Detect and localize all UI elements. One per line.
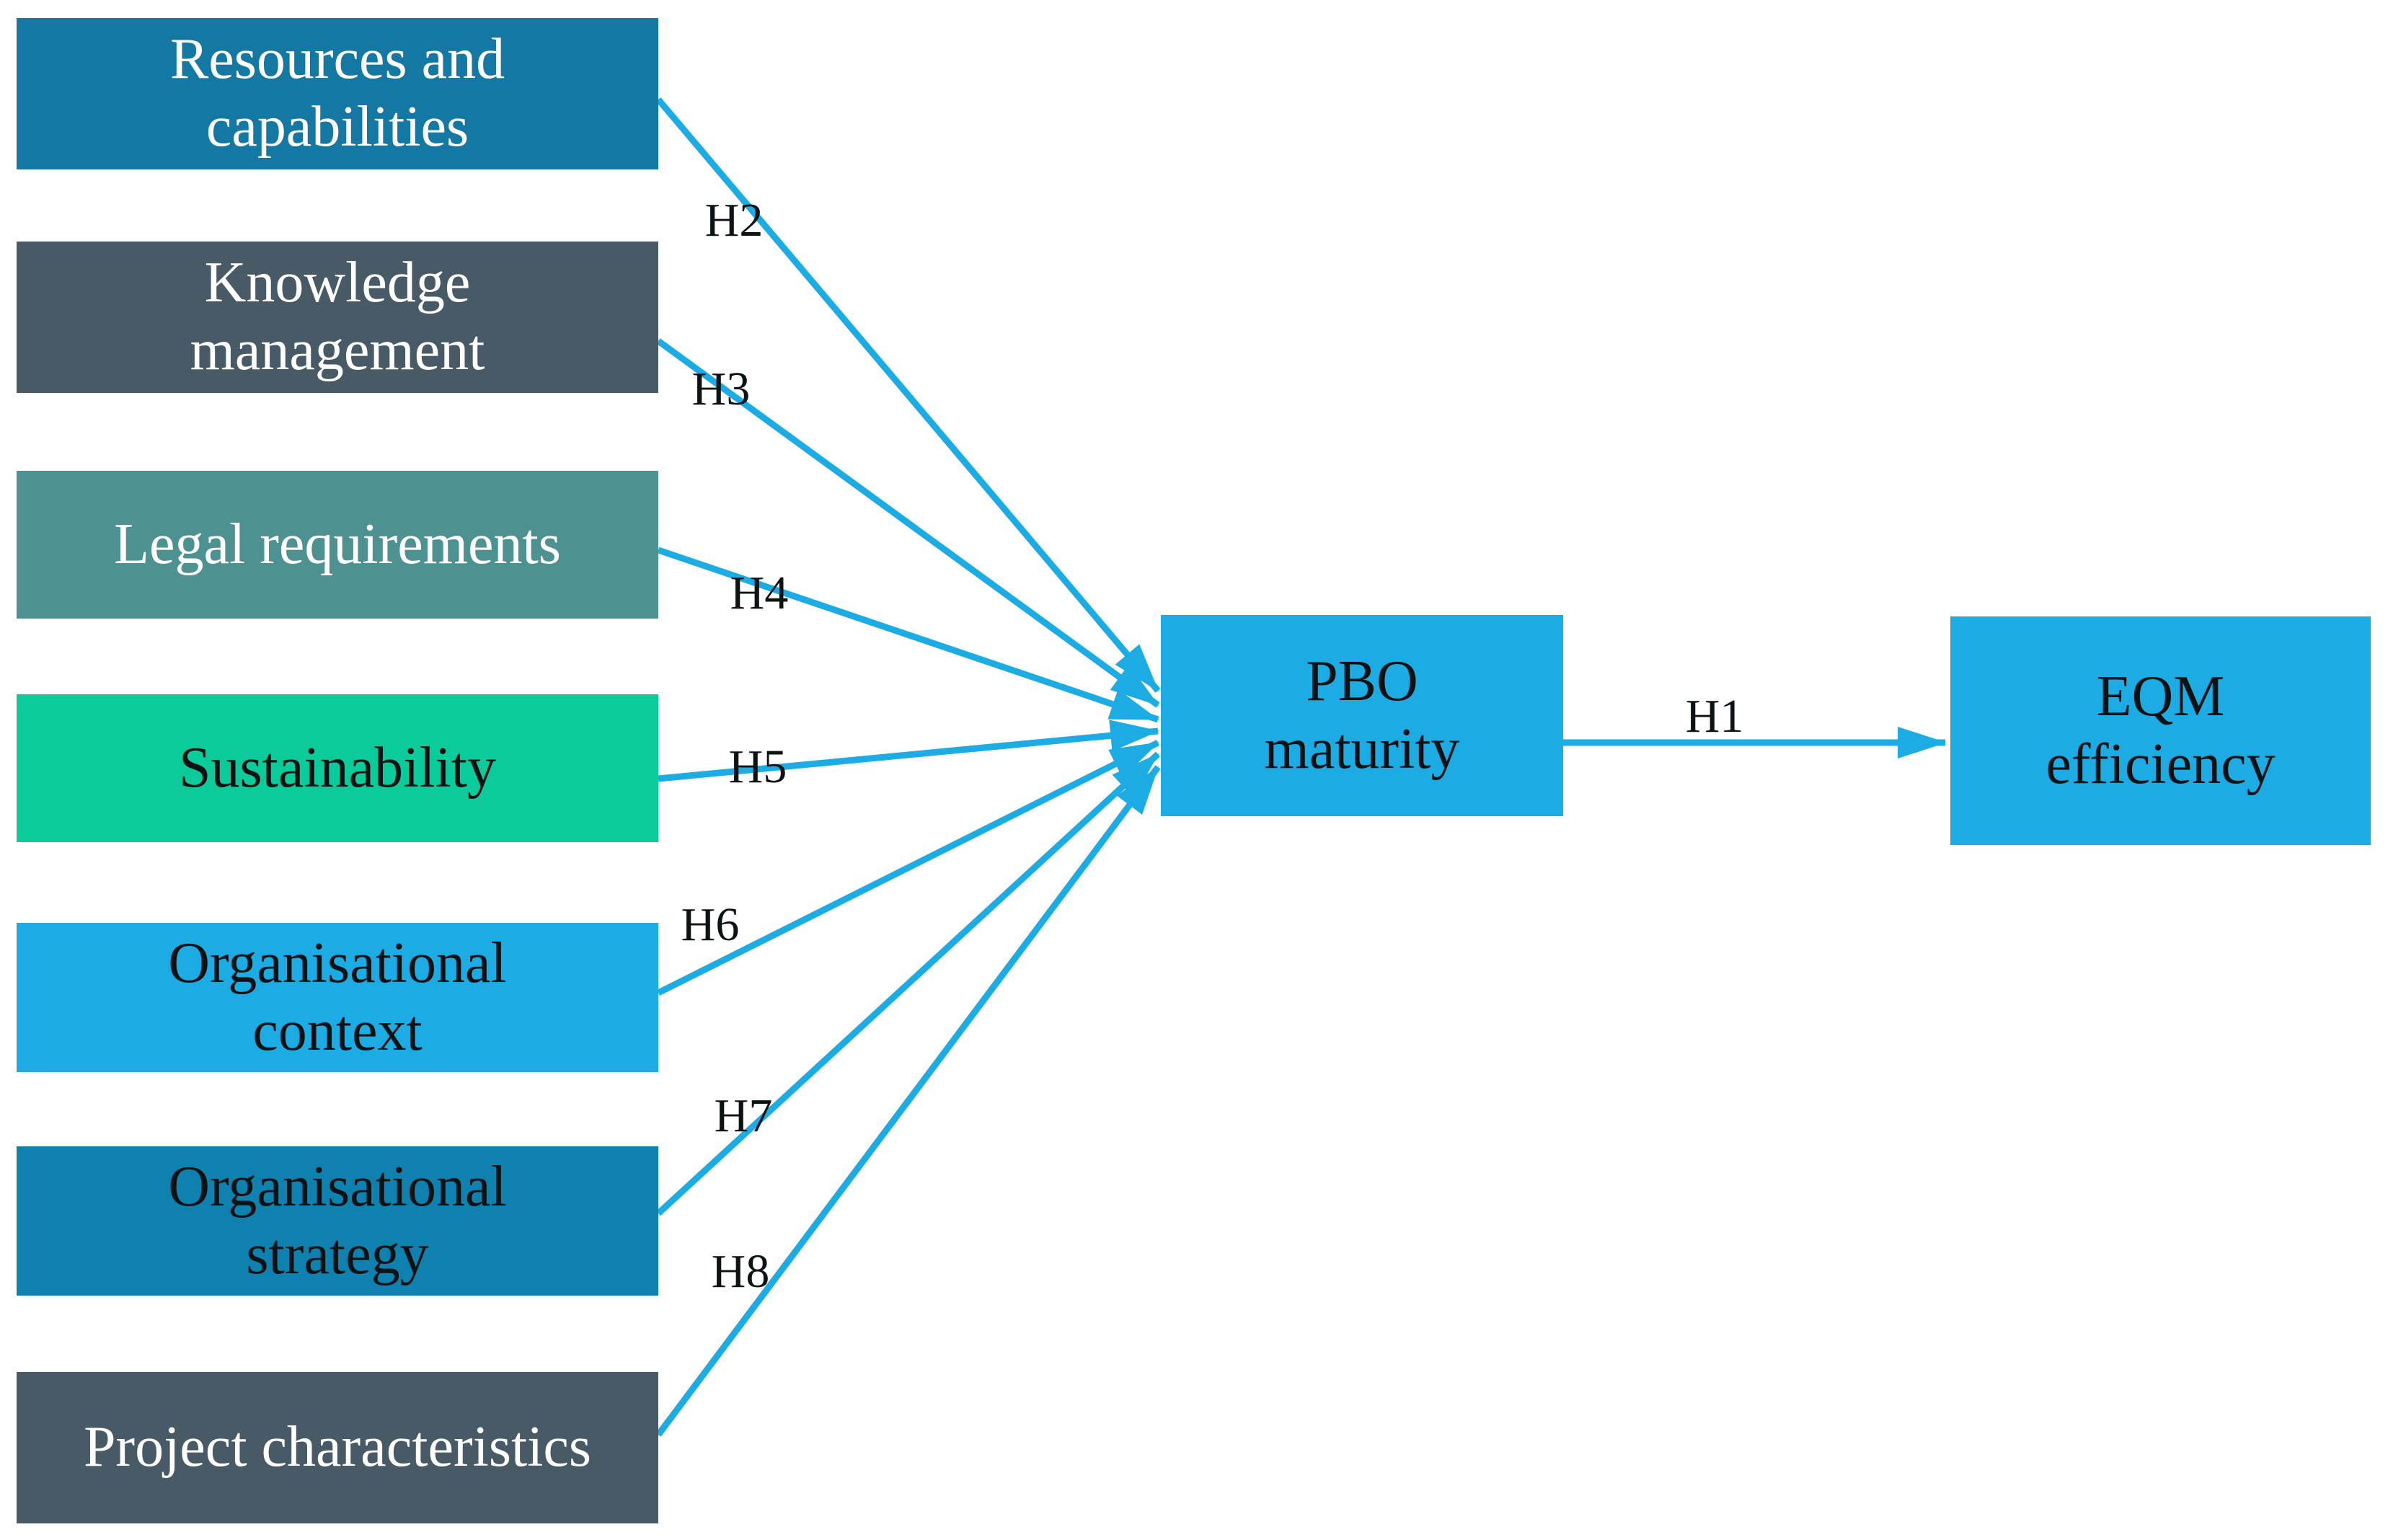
edge-h6-arrow bbox=[656, 739, 1160, 996]
edge-h6-label: H6 bbox=[681, 898, 740, 951]
edge-h3-label: H3 bbox=[691, 363, 751, 415]
edge-h1-label: H1 bbox=[1685, 690, 1744, 743]
edge-h7-arrow bbox=[655, 751, 1161, 1216]
edge-h8-arrow bbox=[655, 765, 1161, 1437]
node-resources-and-capabilities: Resources and capabilities bbox=[17, 18, 658, 169]
edge-h4-label: H4 bbox=[730, 567, 789, 619]
node-organisational-strategy: Organisational strategy bbox=[17, 1146, 658, 1296]
node-legal-requirements: Legal requirements bbox=[17, 471, 658, 619]
node-knowledge-management: Knowledge management bbox=[17, 242, 658, 393]
node-pbo-maturity: PBO maturity bbox=[1161, 615, 1563, 816]
edge-h8-label: H8 bbox=[711, 1245, 770, 1298]
edge-h2-arrow bbox=[655, 97, 1161, 693]
edge-h3-arrow bbox=[656, 338, 1160, 708]
node-eqm-efficiency: EQM efficiency bbox=[1950, 616, 2371, 845]
node-organisational-context: Organisational context bbox=[17, 923, 658, 1072]
edge-h7-label: H7 bbox=[714, 1089, 773, 1142]
edge-h5-label: H5 bbox=[728, 740, 787, 793]
edge-h4-arrow bbox=[657, 546, 1159, 723]
node-sustainability: Sustainability bbox=[17, 694, 658, 842]
edge-h5-arrow bbox=[658, 720, 1159, 782]
node-project-characteristics: Project characteristics bbox=[17, 1372, 658, 1523]
edge-h2-label: H2 bbox=[704, 194, 764, 247]
